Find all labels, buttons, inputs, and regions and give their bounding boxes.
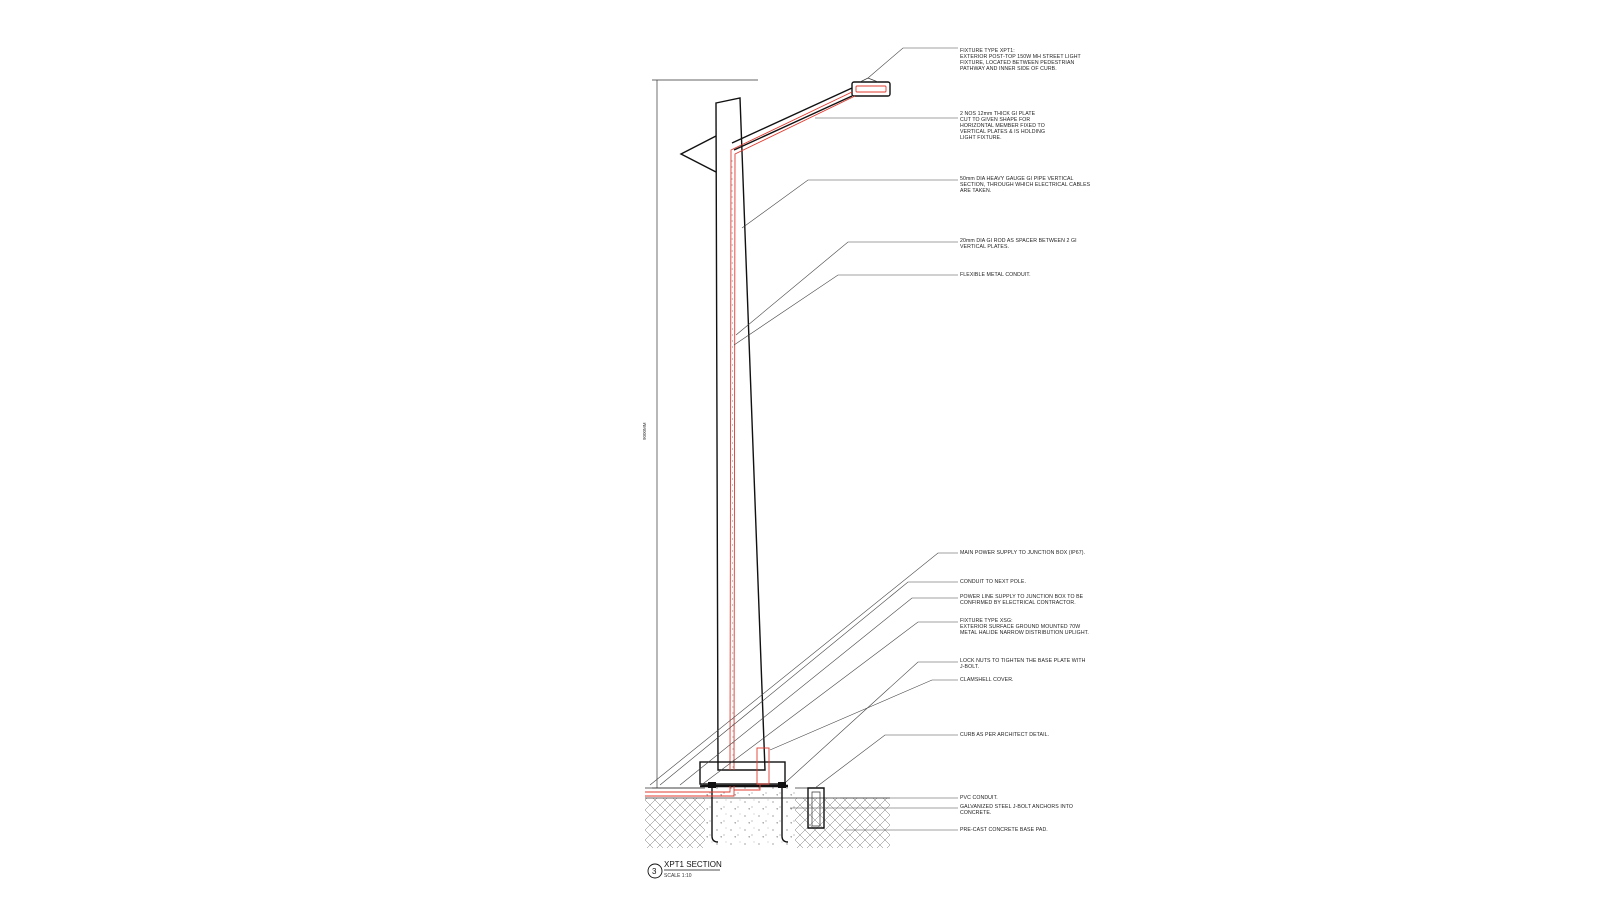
note-1: FIXTURE TYPE XPT1:EXTERIOR POST-TOP 150W… bbox=[960, 48, 1082, 72]
note-line: FIXTURE TYPE XPT1: bbox=[960, 48, 1015, 54]
detail-number: 3 bbox=[652, 867, 657, 876]
note-line: LOCK NUTS TO TIGHTEN THE BASE PLATE WITH bbox=[960, 658, 1086, 664]
note-line: J-BOLT. bbox=[960, 664, 979, 670]
note-line: PATHWAY AND INNER SIDE OF CURB. bbox=[960, 66, 1057, 72]
title-block: 3 XPT1 SECTION SCALE 1:10 bbox=[647, 860, 722, 879]
junction-box bbox=[756, 747, 770, 785]
note-7: CONDUIT TO NEXT POLE. bbox=[960, 579, 1026, 585]
note-line: CONDUIT TO NEXT POLE. bbox=[960, 579, 1026, 585]
annotation-notes: FIXTURE TYPE XPT1:EXTERIOR POST-TOP 150W… bbox=[960, 48, 1091, 833]
curb bbox=[807, 787, 825, 829]
light-pole bbox=[715, 97, 766, 771]
note-10: LOCK NUTS TO TIGHTEN THE BASE PLATE WITH… bbox=[960, 658, 1086, 670]
note-line: EXTERIOR POST-TOP 150W MH STREET LIGHT bbox=[960, 54, 1082, 60]
note-line: MAIN POWER SUPPLY TO JUNCTION BOX (IP67)… bbox=[960, 550, 1085, 556]
note-line: EXTERIOR SURFACE GROUND MOUNTED 70W bbox=[960, 624, 1080, 630]
note-line: FIXTURE TYPE XSG: bbox=[960, 618, 1013, 624]
note-12: CURB AS PER ARCHITECT DETAIL. bbox=[960, 732, 1049, 738]
note-line: CURB AS PER ARCHITECT DETAIL. bbox=[960, 732, 1049, 738]
note-6: MAIN POWER SUPPLY TO JUNCTION BOX (IP67)… bbox=[960, 550, 1085, 556]
drawing-title: XPT1 SECTION bbox=[664, 860, 722, 869]
pole-arm bbox=[731, 87, 853, 151]
j-bolt-right bbox=[781, 786, 789, 843]
note-line: CONCRETE. bbox=[960, 810, 991, 816]
note-line: FIXTURE, LOCATED BETWEEN PEDESTRIAN bbox=[960, 60, 1075, 66]
note-line: GALVANIZED STEEL J-BOLT ANCHORS INTO bbox=[960, 804, 1073, 810]
note-9: FIXTURE TYPE XSG:EXTERIOR SURFACE GROUND… bbox=[960, 618, 1089, 636]
pvc-conduit bbox=[645, 786, 731, 793]
note-line: METAL HALIDE NARROW DISTRIBUTION UPLIGHT… bbox=[960, 630, 1089, 636]
note-line: SECTION, THROUGH WHICH ELECTRICAL CABLES bbox=[960, 182, 1091, 188]
note-line: PRE-CAST CONCRETE BASE PAD. bbox=[960, 827, 1048, 833]
j-bolt-left bbox=[711, 786, 719, 843]
note-line: CLAMSHELL COVER. bbox=[960, 677, 1014, 683]
note-11: CLAMSHELL COVER. bbox=[960, 677, 1014, 683]
note-line: HORIZONTAL MEMBER FIXED TO bbox=[960, 123, 1045, 129]
note-line: LIGHT FIXTURE. bbox=[960, 135, 1002, 141]
drawing-scale: SCALE 1:10 bbox=[664, 873, 692, 879]
note-line: FLEXIBLE METAL CONDUIT. bbox=[960, 272, 1031, 278]
note-line: VERTICAL PLATES & IS HOLDING bbox=[960, 129, 1045, 135]
base-plate bbox=[699, 761, 786, 785]
note-15: PRE-CAST CONCRETE BASE PAD. bbox=[960, 827, 1048, 833]
note-line: 2 NOS 12mm THICK GI PLATE bbox=[960, 111, 1036, 117]
flexible-metal-conduit bbox=[729, 91, 853, 771]
note-13: PVC CONDUIT. bbox=[960, 795, 998, 801]
note-5: FLEXIBLE METAL CONDUIT. bbox=[960, 272, 1031, 278]
street-light-fixture bbox=[851, 81, 891, 97]
note-line: 20mm DIA GI ROD AS SPACER BETWEEN 2 GI bbox=[960, 238, 1077, 244]
note-line: 50mm DIA HEAVY GAUGE GI PIPE VERTICAL bbox=[960, 176, 1074, 182]
note-line: PVC CONDUIT. bbox=[960, 795, 998, 801]
note-line: CUT TO GIVEN SHAPE FOR bbox=[960, 117, 1030, 123]
note-line: POWER LINE SUPPLY TO JUNCTION BOX TO BE bbox=[960, 594, 1084, 600]
leader-lines bbox=[649, 47, 958, 831]
detail-number-circle bbox=[647, 863, 663, 879]
dimension-label: 9000MM bbox=[642, 422, 647, 440]
note-line: VERTICAL PLATES. bbox=[960, 244, 1009, 250]
note-line: ARE TAKEN. bbox=[960, 188, 991, 194]
note-line: CONFIRMED BY ELECTRICAL CONTRACTOR. bbox=[960, 600, 1076, 606]
